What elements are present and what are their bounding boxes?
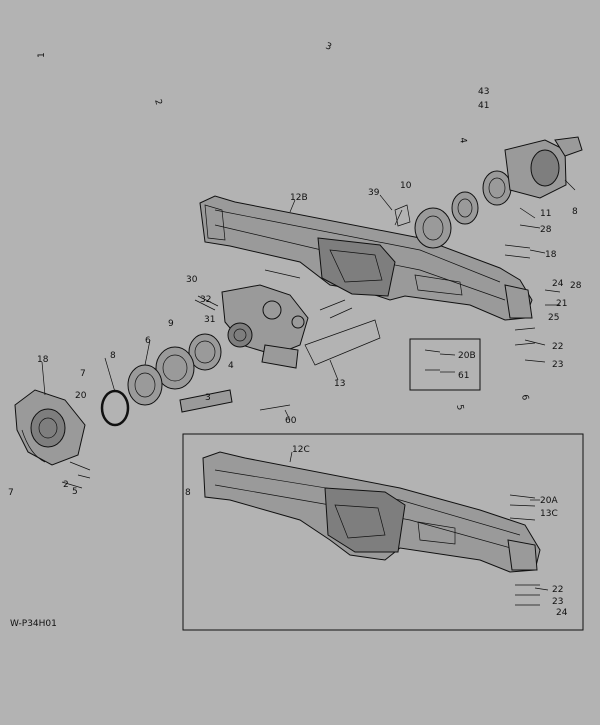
callout: 10 [400,181,412,191]
callout: 60 [285,416,297,426]
callout: 18 [37,355,49,365]
svg-text:1: 1 [37,52,47,58]
svg-text:8: 8 [185,488,191,498]
ring-stack-left [100,333,233,427]
callout: 9 [168,319,174,329]
callout: 7 [80,369,86,379]
callout: 23 [552,597,563,607]
callout-labels: 12B 39 10 11 8 28 18 24 28 21 25 22 23 2… [37,87,582,618]
callout: 43 [478,87,489,97]
reference-labels: 1 3 2 4 5 6 7 8 [8,41,530,498]
svg-text:7: 7 [8,488,14,498]
hub-stack-right [394,136,583,249]
callout: 22 [552,342,563,352]
callout: 13 [334,379,345,389]
callout: 30 [186,275,198,285]
callout: 39 [368,188,380,198]
callout: 28 [570,281,582,291]
callout: 5 [72,487,78,497]
axle-housing-upper [199,195,533,321]
svg-text:5: 5 [454,404,465,411]
callout: 41 [478,101,489,111]
callout: 25 [548,313,559,323]
callout: 4 [228,361,234,371]
leader-lines [41,194,549,591]
callout: 3 [205,393,211,403]
callout: 23 [552,360,563,370]
callout: 22 [552,585,563,595]
callout: 8 [110,351,116,361]
callout: 32 [200,295,211,305]
svg-text:2: 2 [152,98,163,106]
callout: 8 [572,207,578,217]
callout: 11 [540,209,551,219]
diagram-id: W-P34H01 [10,619,57,629]
callout: 12C [292,445,310,455]
callout: 20A [540,496,558,506]
callout: 24 [556,608,568,618]
callout: 61 [458,371,469,381]
axle-housing-inset [202,451,541,573]
small-hardware [194,209,561,606]
callout: 20 [75,391,87,401]
callout: 24 [552,279,564,289]
gear-assembly-center [221,284,309,369]
callout: 28 [540,225,552,235]
inset-frame [182,433,584,631]
svg-text:3: 3 [324,41,333,52]
svg-text:4: 4 [457,137,468,145]
kit-box [409,338,481,391]
callout: 12B [290,193,308,203]
callout: 2 [63,480,69,490]
hub-flange-left [14,389,91,489]
callout: 31 [204,315,215,325]
callout: 18 [545,250,557,260]
callout: 6 [145,336,151,346]
svg-text:6: 6 [519,394,530,402]
callout: 21 [556,299,567,309]
callout: 20B [458,351,476,361]
callout: 13C [540,509,558,519]
